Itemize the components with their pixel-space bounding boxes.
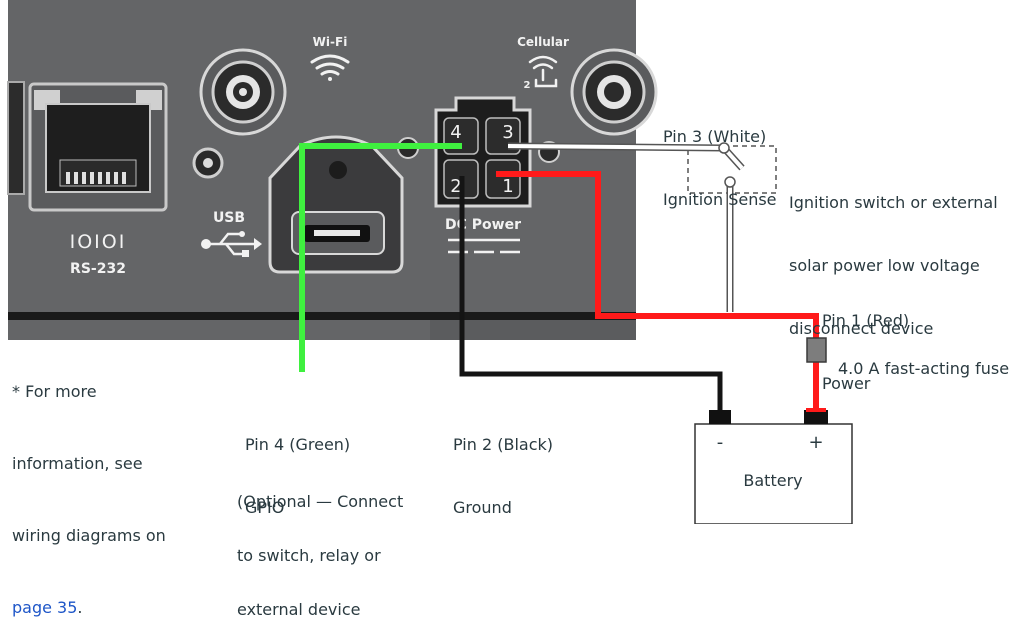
- usb-icon: [201, 231, 262, 257]
- rs232-symbol: IOIOI: [70, 231, 127, 253]
- wifi-label: Wi-Fi: [313, 35, 348, 49]
- optional-line-3: external device: [237, 600, 361, 619]
- optional-line-2: to switch, relay or: [237, 546, 381, 565]
- battery: [694, 408, 853, 524]
- note-line-4: page 35.: [12, 596, 166, 620]
- rs232-port: [28, 82, 168, 212]
- wifi-icon: [310, 54, 350, 81]
- ignition-device-label: Ignition switch or external solar power …: [789, 150, 998, 360]
- ignition-line-1: Ignition switch or external: [789, 193, 998, 212]
- ignition-switch-contact: [724, 176, 736, 188]
- pin3-function: Ignition Sense: [663, 190, 777, 209]
- pin1-function: Power: [822, 374, 871, 393]
- usb-port: [268, 135, 404, 274]
- wifi-antenna-connector: [199, 48, 287, 136]
- pin3-label: Pin 3 (White) Ignition Sense: [663, 84, 777, 231]
- pin4-function: GPIO: [245, 498, 285, 517]
- optional-line-1: (Optional — Connect: [237, 492, 404, 511]
- cellular-antenna-connector: [570, 48, 658, 136]
- note-line-2: information, see: [12, 454, 143, 473]
- screw-left: [192, 147, 224, 179]
- pin-number-1: 1: [502, 176, 513, 197]
- cellular-icon: [528, 55, 558, 88]
- more-info-note: * For more information, see wiring diagr…: [12, 332, 166, 644]
- optional-gpio-note: (Optional — Connect to switch, relay or …: [237, 457, 403, 637]
- ignition-line-2: solar power low voltage: [789, 256, 980, 275]
- pin-number-4: 4: [450, 122, 461, 143]
- ignition-line-3: disconnect device: [789, 319, 934, 338]
- battery-plus: +: [808, 432, 823, 453]
- note-period: .: [77, 598, 83, 617]
- panel-bottom-edge: [8, 312, 636, 320]
- pin2-function: Ground: [453, 498, 512, 517]
- ignition-switch-pivot: [718, 142, 730, 154]
- usb-label: USB: [213, 210, 245, 226]
- fuse-label: 4.0 A fast-acting fuse: [838, 359, 1010, 378]
- cellular-label: Cellular: [517, 35, 569, 49]
- battery-label: Battery: [743, 471, 802, 490]
- pin4-title: Pin 4 (Green): [245, 435, 351, 454]
- wire-green-pin4: [299, 143, 462, 372]
- dc-power-label: DC Power: [445, 217, 521, 233]
- pin2-label: Pin 2 (Black) Ground: [453, 392, 553, 539]
- note-line-3: wiring diagrams on: [12, 526, 166, 545]
- pin3-title: Pin 3 (White): [663, 127, 767, 146]
- serial-port-fragment: [7, 81, 25, 195]
- pin-number-2: 2: [450, 176, 461, 197]
- pin4-label: Pin 4 (Green) GPIO: [245, 392, 350, 539]
- pin1-title: Pin 1 (Red): [822, 311, 910, 330]
- wire-black-pin2: [459, 176, 723, 412]
- note-line-1: * For more: [12, 382, 97, 401]
- pin1-label: Pin 1 (Red) Power: [822, 268, 909, 415]
- rs232-label: RS-232: [70, 261, 126, 277]
- battery-minus: -: [717, 432, 724, 453]
- cellular-number: 2: [524, 80, 531, 91]
- fuse: [806, 337, 827, 363]
- panel-bottom-fill: [430, 320, 636, 340]
- pin-number-3: 3: [502, 122, 513, 143]
- pin2-title: Pin 2 (Black): [453, 435, 554, 454]
- wiring-diagram: IOIOI RS-232 Wi-Fi Cellular 2: [7, 0, 853, 524]
- ignition-switch-box: [687, 145, 777, 194]
- page-35-link[interactable]: page 35: [12, 598, 78, 617]
